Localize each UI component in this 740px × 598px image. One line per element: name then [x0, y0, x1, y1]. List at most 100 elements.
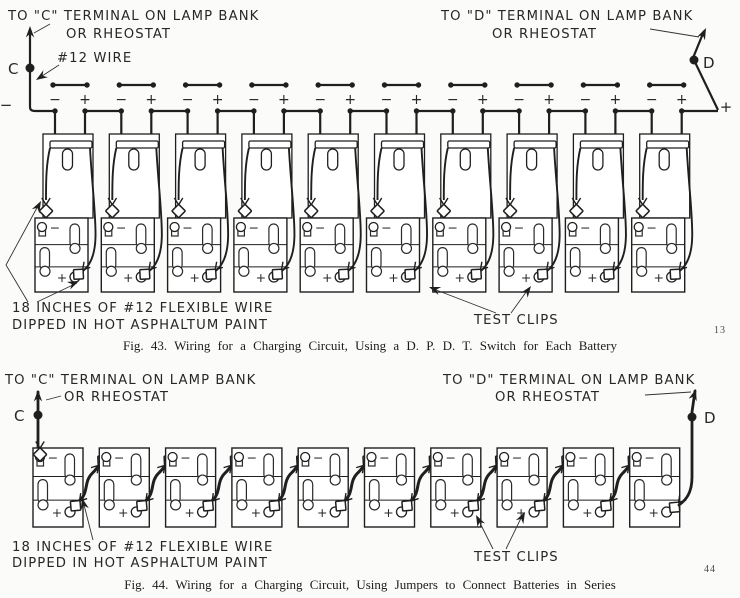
battery-plus-sign: +	[587, 270, 597, 285]
bus-plus-sign: +	[344, 92, 356, 108]
storage-battery: −+	[32, 447, 84, 528]
arrowhead	[80, 498, 89, 511]
shorting-jumper-link	[580, 82, 621, 88]
arrowhead	[476, 515, 485, 528]
battery-plus-sign: +	[317, 505, 327, 520]
arrowhead	[66, 281, 79, 290]
arrowhead	[33, 390, 43, 402]
battery-minus-sign: −	[247, 450, 257, 465]
fig44-to-d-label-line1: TO "D" TERMINAL ON LAMP BANK	[442, 373, 695, 388]
shorting-jumper-link	[514, 82, 554, 88]
bus-minus-sign: −	[182, 92, 194, 108]
switch-handle	[658, 148, 670, 171]
flexible-lead-negative	[509, 147, 516, 201]
bus-plus-sign: +	[79, 92, 91, 108]
battery-plus-sign: +	[57, 270, 67, 285]
flexible-lead-negative	[310, 147, 317, 201]
dpdt-switch	[108, 133, 160, 219]
bus-minus-sign: −	[580, 92, 592, 108]
charging-unit: −+−+	[233, 82, 321, 293]
battery-minus-sign: −	[313, 450, 323, 465]
flexible-wire-leader-b	[36, 282, 78, 303]
battery-plus-sign: +	[52, 505, 62, 520]
flexible-lead-positive	[546, 147, 561, 272]
battery-minus-sign: −	[446, 450, 456, 465]
switch-handle	[327, 148, 339, 171]
test-clip	[268, 493, 287, 512]
shorting-jumper-link	[448, 82, 488, 88]
bus-minus-sign: −	[381, 92, 393, 108]
battery-minus-sign: −	[512, 450, 522, 465]
switch-base-plate	[579, 140, 624, 149]
flexible-lead-positive	[82, 147, 97, 272]
battery-minus-sign: −	[180, 450, 190, 465]
battery-minus-sign: −	[644, 450, 654, 465]
charging-unit: −+−+	[299, 82, 387, 293]
dpdt-switch	[174, 133, 227, 219]
flexible-wire-leader-44	[82, 500, 94, 541]
switch-handle	[61, 148, 74, 171]
storage-battery: −+	[363, 447, 416, 528]
dpdt-switch	[241, 133, 293, 219]
test-clip	[202, 493, 220, 512]
storage-battery: −+	[432, 217, 487, 293]
fig44-test-clips-label: TEST CLIPS	[473, 550, 559, 565]
c-terminal-dot-44	[33, 410, 43, 420]
switch-base-plate	[248, 140, 292, 149]
battery-plus-sign: +	[582, 505, 592, 520]
arrowhead	[36, 70, 48, 80]
storage-battery: −+	[164, 447, 217, 528]
test-clip	[105, 197, 120, 219]
battery-minus-sign: −	[646, 220, 656, 235]
storage-battery: −+	[100, 217, 156, 293]
charging-unit: −+−+	[498, 82, 586, 293]
test-clip	[401, 493, 419, 512]
storage-battery: −+	[231, 447, 283, 528]
charging-unit: −+−+	[100, 82, 188, 293]
switch-handle	[525, 148, 538, 171]
series-battery-unit: −+	[32, 447, 84, 528]
wire-gauge-label: #12 WIRE	[57, 51, 132, 66]
dpdt-switch	[639, 133, 691, 219]
fig43-to-d-label-line1: TO "D" TERMINAL ON LAMP BANK	[440, 9, 693, 24]
test-clip	[38, 197, 54, 219]
storage-battery: −+	[233, 217, 288, 293]
dpdt-switch	[440, 133, 492, 219]
arrowhead	[25, 26, 35, 38]
test-clip	[370, 197, 385, 219]
battery-minus-sign: −	[315, 220, 325, 235]
test-clip	[271, 261, 290, 280]
bus-plus-sign: +	[278, 92, 290, 108]
test-clip	[304, 197, 319, 219]
switch-handle	[128, 148, 140, 171]
shorting-jumper-link	[381, 82, 422, 88]
figure-43-diagram: −+−+−+−+−+−+−+−+−+−+−+−+−+−+−+−+−+−+−+−+…	[0, 9, 732, 353]
switch-base-plate	[49, 140, 93, 149]
storage-battery: −+	[34, 217, 89, 293]
shorting-jumper-link	[315, 82, 355, 88]
bus-minus-sign: −	[314, 92, 326, 108]
bus-minus-end-sign: −	[0, 96, 12, 114]
switch-base-plate	[115, 140, 159, 149]
battery-plus-sign: +	[450, 505, 460, 520]
battery-plus-sign: +	[648, 505, 658, 520]
storage-battery: −+	[629, 447, 681, 528]
test-clip	[205, 261, 224, 280]
storage-battery: −+	[631, 217, 686, 293]
flexible-lead-negative	[177, 147, 184, 201]
series-battery-unit: −+	[231, 447, 283, 528]
d-label-leader-line	[649, 28, 700, 38]
test-clip	[603, 261, 621, 280]
bus-minus-sign: −	[513, 92, 525, 108]
battery-minus-sign: −	[48, 450, 58, 465]
terminal-d-letter-44: D	[704, 409, 716, 427]
flexible-lead-negative	[575, 147, 582, 201]
flexible-lead-negative	[111, 147, 118, 201]
flexible-lead-positive	[347, 147, 362, 272]
fig43-to-c-label-line2: OR RHEOSTAT	[66, 27, 171, 42]
series-battery-unit: −+	[496, 447, 548, 528]
flexible-lead-positive	[679, 147, 694, 272]
switch-handle	[459, 148, 471, 171]
shorting-jumper-link	[647, 82, 687, 88]
